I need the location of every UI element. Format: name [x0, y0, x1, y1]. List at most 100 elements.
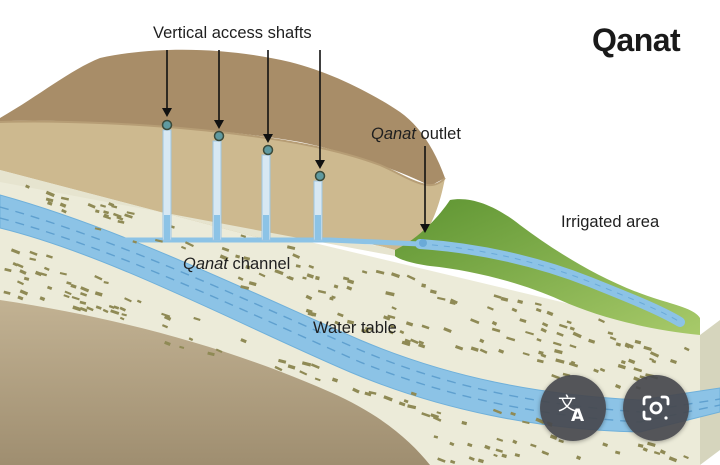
pebble	[568, 362, 579, 368]
pebble	[443, 327, 452, 333]
pebble	[546, 310, 554, 317]
pebble	[29, 250, 38, 256]
pebble	[668, 456, 678, 463]
pebble	[108, 304, 115, 309]
pebble	[492, 408, 503, 415]
pebble	[569, 326, 575, 331]
pebble	[315, 275, 320, 281]
pebble	[47, 201, 53, 206]
label-qanat-channel-italic: Qanat	[183, 255, 228, 273]
pebble	[179, 345, 185, 349]
pebble	[34, 270, 43, 277]
svg-text:A: A	[571, 406, 585, 426]
pebble	[522, 420, 530, 425]
pebble	[470, 346, 479, 352]
pebble	[643, 345, 652, 351]
pebble	[79, 300, 87, 305]
pebble	[301, 361, 312, 367]
pebble	[535, 307, 542, 313]
pebble	[45, 190, 55, 198]
pebble	[542, 451, 549, 455]
pebble	[124, 297, 132, 303]
pebble	[517, 299, 524, 305]
vertical-shafts	[162, 129, 323, 241]
pebble	[3, 290, 11, 295]
pebble	[651, 359, 657, 364]
pebble	[467, 442, 473, 448]
pebble	[4, 267, 12, 273]
label-qanat-channel-rest: channel	[227, 255, 291, 273]
pebble	[633, 367, 643, 373]
shaft-opening	[314, 170, 326, 182]
pebble	[609, 336, 617, 341]
pebble	[61, 208, 67, 214]
pebble	[274, 365, 283, 372]
pebble	[406, 274, 416, 281]
pebble	[274, 269, 284, 276]
lens-search-button[interactable]	[623, 375, 689, 441]
pebble	[103, 280, 109, 285]
pebble	[299, 370, 308, 376]
pebble	[554, 349, 563, 355]
pebble	[614, 450, 621, 455]
pebble	[103, 210, 110, 215]
pebble	[43, 266, 50, 271]
pebble	[575, 455, 582, 461]
pebble	[496, 437, 504, 442]
diagram-title: Qanat	[592, 22, 681, 58]
translate-icon: 文 A	[558, 394, 585, 426]
pebble	[383, 315, 391, 321]
pebble	[506, 336, 516, 342]
label-qanat-outlet: Qanat outlet	[371, 126, 461, 143]
pebble	[510, 411, 516, 417]
pebble	[121, 313, 127, 317]
pebble	[102, 215, 112, 220]
svg-text:文: 文	[558, 394, 576, 415]
pebble	[46, 285, 53, 291]
pebble	[364, 391, 372, 397]
shaft-opening	[161, 119, 173, 131]
pebble	[486, 306, 494, 311]
pebble	[71, 296, 80, 301]
pebble	[331, 295, 336, 299]
pebble	[569, 344, 577, 349]
pebble	[588, 338, 596, 344]
pebble	[19, 269, 27, 275]
pebble	[449, 301, 456, 305]
pebble	[624, 344, 630, 349]
pebble	[541, 322, 549, 328]
pebble	[29, 257, 37, 262]
pebble	[403, 399, 409, 404]
pebble	[399, 330, 405, 335]
pebble	[620, 360, 626, 365]
pebble	[642, 447, 648, 452]
qanat-channel	[120, 237, 421, 247]
pebble	[132, 240, 138, 244]
pebble	[215, 348, 223, 354]
pebble	[102, 308, 109, 314]
pebble	[390, 272, 401, 279]
pebble	[207, 351, 215, 357]
pebble	[308, 264, 315, 269]
pebble	[334, 320, 340, 326]
pebble	[221, 246, 230, 252]
pebble	[598, 318, 605, 324]
pebble	[111, 204, 118, 209]
pebble	[347, 279, 355, 285]
pebble	[387, 314, 396, 320]
pebble	[119, 306, 127, 312]
pebble	[433, 435, 439, 439]
shaft-openings	[161, 119, 326, 182]
pebble	[302, 276, 307, 280]
pebble	[558, 323, 568, 329]
pebble	[40, 272, 48, 277]
pebble	[12, 262, 18, 267]
pebble	[556, 331, 564, 337]
pebble	[449, 441, 455, 447]
pebble	[86, 306, 94, 312]
translate-button[interactable]: 文 A	[540, 375, 606, 441]
label-vertical-access-shafts: Vertical access shafts	[153, 24, 312, 42]
pebble	[410, 338, 419, 345]
pebble	[64, 290, 72, 296]
